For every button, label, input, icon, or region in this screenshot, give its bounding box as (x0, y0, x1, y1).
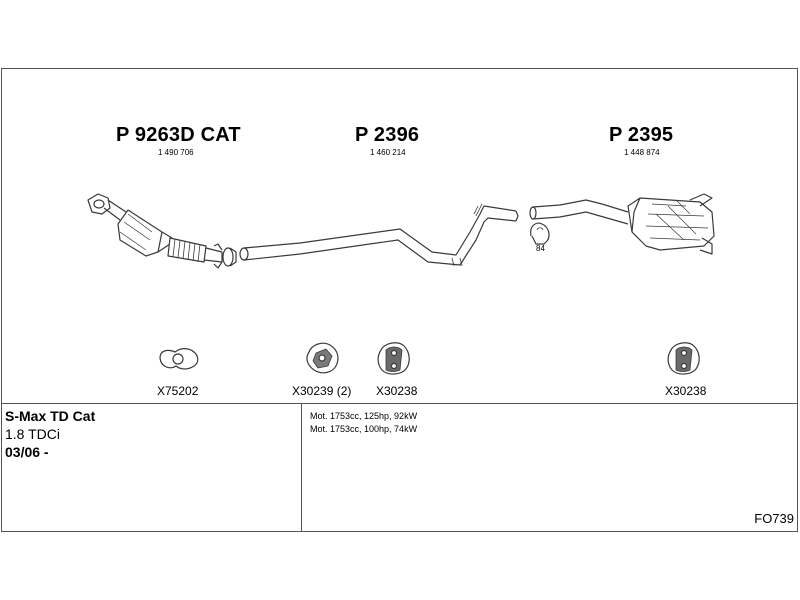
accessory-label-hanger: X30238 (376, 384, 418, 398)
horizontal-divider (2, 403, 797, 404)
motor-line: Mot. 1753cc, 125hp, 92kW (310, 411, 418, 421)
rubber-hanger-icon (377, 342, 410, 375)
diagram-code: FO739 (754, 511, 794, 526)
vehicle-date: 03/06 - (5, 444, 49, 460)
part-number-front: P 9263D CAT (116, 124, 241, 146)
vehicle-engine: 1.8 TDCi (5, 426, 60, 442)
rubber-hanger-icon (667, 342, 700, 375)
rubber-hanger-icon (306, 342, 339, 374)
accessory-label-hanger: X30239 (2) (292, 384, 352, 398)
part-number-rear: P 2395 (609, 124, 674, 146)
flex-section (167, 237, 207, 263)
part-number-middle: P 2396 (355, 124, 420, 146)
oe-number-front: 1 490 706 (158, 148, 194, 157)
vehicle-info: S-Max TD Cat 1.8 TDCi 03/06 - (5, 407, 95, 461)
middle-pipe (239, 203, 519, 267)
vertical-divider (301, 403, 302, 531)
accessory-label-gasket: X75202 (157, 384, 199, 398)
gasket-icon (159, 348, 199, 370)
clamp-icon (530, 222, 550, 245)
vehicle-model: S-Max TD Cat (5, 408, 96, 424)
oe-number-middle: 1 460 214 (370, 148, 406, 157)
muffler-body (627, 197, 715, 251)
motor-list: Mot. 1753cc, 125hp, 92kW Mot. 1753cc, 10… (310, 410, 417, 436)
diagram-sheet (1, 68, 798, 532)
accessory-label-hanger: X30238 (665, 384, 707, 398)
rear-muffler (529, 193, 715, 255)
oe-number-rear: 1 448 874 (624, 148, 660, 157)
inlet-flange (87, 193, 111, 215)
motor-line: Mot. 1753cc, 100hp, 74kW (310, 424, 418, 434)
front-pipe-with-catalyst (87, 193, 237, 269)
clamp-label: 84 (536, 244, 545, 253)
